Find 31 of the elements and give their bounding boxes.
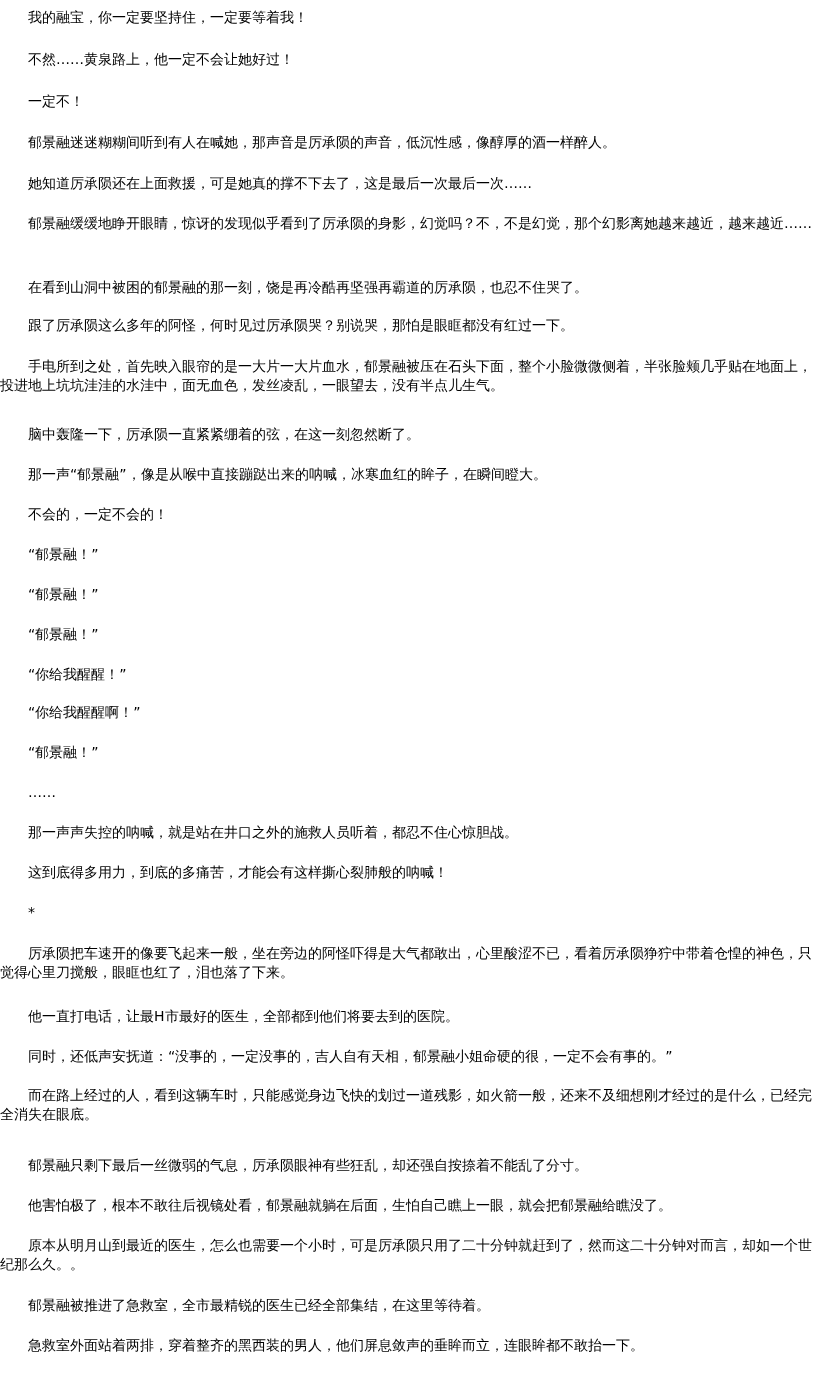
paragraph: 他害怕极了，根本不敢往后视镜处看，郁景融就躺在后面，生怕自己瞧上一眼，就会把郁景融给瞧没了。 [27,1196,673,1215]
paragraph: …… [27,783,57,802]
paragraph: 急救室外面站着两排，穿着整齐的黑西装的男人，他们屏息敛声的垂眸而立，连眼眸都不敢抬一下。 [27,1336,645,1355]
paragraph: “郁景融！” [27,743,100,762]
paragraph: 不会的，一定不会的！ [27,505,169,524]
paragraph: 手电所到之处，首先映入眼帘的是一大片一大片血水，郁景融被压在石头下面，整个小脸微微侧着，半张脸颊几乎贴在地面上，投进地上坑坑洼洼的水洼中，面无血色，发丝凌乱，一眼望去，没有半点儿生气。 [0,357,813,395]
paragraph: 她知道厉承陨还在上面救援，可是她真的撑不下去了，这是最后一次最后一次…… [27,174,533,193]
paragraph: 跟了厉承陨这么多年的阿怪，何时见过厉承陨哭？别说哭，那怕是眼眶都没有红过一下。 [27,316,575,335]
paragraph: “你给我醒醒！” [27,665,128,684]
paragraph: 我的融宝，你一定要坚持住，一定要等着我！ [27,8,309,27]
paragraph: 而在路上经过的人，看到这辆车时，只能感觉身边飞快的划过一道残影，如火箭一般，还来不及细想刚才经过的是什么，已经完全消失在眼底。 [0,1086,813,1124]
paragraph: 这到底得多用力，到底的多痛苦，才能会有这样撕心裂肺般的呐喊！ [27,863,449,882]
paragraph: “你给我醒醒啊！” [27,703,142,722]
paragraph: “郁景融！” [27,625,100,644]
paragraph: 厉承陨把车速开的像要飞起来一般，坐在旁边的阿怪吓得是大气都敢出，心里酸涩不已，看着厉承陨狰狞中带着仓惶的神色，只觉得心里刀搅般，眼眶也红了，泪也落了下来。 [0,944,813,982]
paragraph: 郁景融迷迷糊糊间听到有人在喊她，那声音是厉承陨的声音，低沉性感，像醇厚的酒一样醉人。 [27,133,617,152]
paragraph: 郁景融被推进了急救室，全市最精锐的医生已经全部集结，在这里等待着。 [27,1296,491,1315]
paragraph: “郁景融！” [27,585,100,604]
paragraph: 郁景融缓缓地睁开眼睛，惊讶的发现似乎看到了厉承陨的身影，幻觉吗？不，不是幻觉，那个幻影离她越来越近，越来越近…… [27,214,813,233]
paragraph: 原本从明月山到最近的医生，怎么也需要一个小时，可是厉承陨只用了二十分钟就赶到了，然而这二十分钟对而言，却如一个世纪那么久。。 [0,1236,813,1274]
paragraph: 在看到山洞中被困的郁景融的那一刻，饶是再冷酷再坚强再霸道的厉承陨，也忍不住哭了。 [27,278,589,297]
paragraph: 郁景融只剩下最后一丝微弱的气息，厉承陨眼神有些狂乱，却还强自按捺着不能乱了分寸。 [27,1156,589,1175]
paragraph: 脑中轰隆一下，厉承陨一直紧紧绷着的弦，在这一刻忽然断了。 [27,425,421,444]
paragraph: 不然……黄泉路上，他一定不会让她好过！ [27,50,295,69]
paragraph: * [27,903,36,922]
paragraph: 一定不！ [27,92,85,111]
paragraph: 同时，还低声安抚道：“没事的，一定没事的，吉人自有天相，郁景融小姐命硬的很，一定不会有事的。” [27,1047,674,1066]
paragraph: 那一声声失控的呐喊，就是站在井口之外的施救人员听着，都忍不住心惊胆战。 [27,823,519,842]
paragraph: 他一直打电话，让最H市最好的医生，全部都到他们将要去到的医院。 [27,1007,460,1026]
paragraph: “郁景融！” [27,545,100,564]
paragraph: 那一声“郁景融”，像是从喉中直接蹦跶出来的呐喊，冰寒血红的眸子，在瞬间瞪大。 [27,465,548,484]
